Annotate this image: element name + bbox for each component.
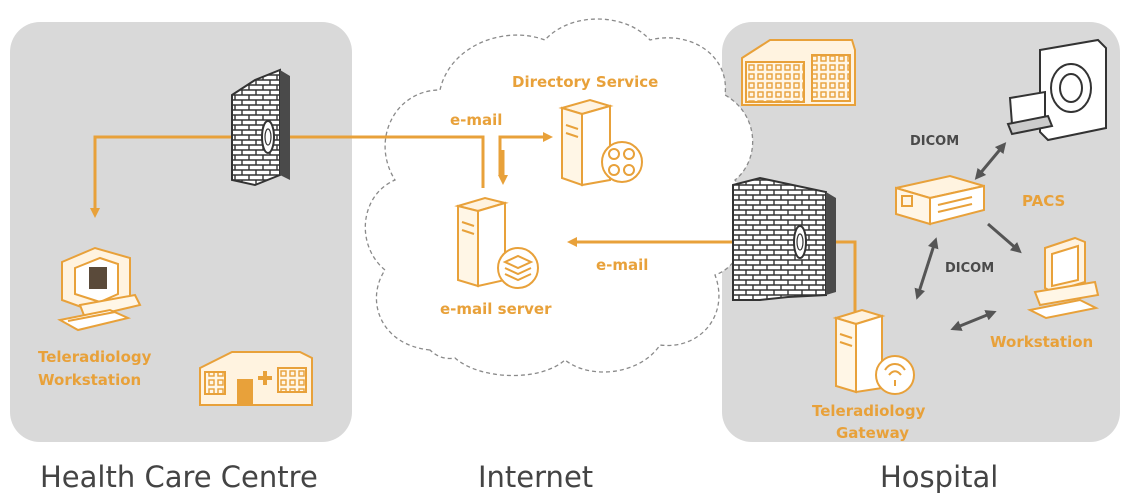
dicom-links (914, 142, 1022, 331)
directory-service-label: Directory Service (512, 73, 658, 91)
email-server-icon (454, 196, 539, 289)
email-server-label: e-mail server (440, 300, 552, 318)
workstation-label: Workstation (990, 333, 1093, 351)
firewall-right (732, 176, 836, 301)
zone-caption-health-care-centre: Health Care Centre (40, 460, 318, 494)
gateway-server-icon (832, 308, 915, 395)
pacs-label: PACS (1022, 192, 1065, 210)
teleradiology-gateway-label-1: Teleradiology (812, 402, 926, 420)
workstation-icon (1026, 236, 1100, 320)
health-centre-building-icon (199, 351, 313, 406)
teleradiology-workstation-label-2: Workstation (38, 371, 141, 389)
email-link-label-right: e-mail (596, 256, 648, 274)
email-link-label-left: e-mail (450, 111, 502, 129)
hospital-building-icon (741, 39, 856, 106)
teleradiology-workstation-label-1: Teleradiology (38, 348, 152, 366)
internet-cloud (364, 18, 754, 377)
directory-server-icon (558, 98, 643, 187)
dicom-label-bottom: DICOM (945, 261, 994, 276)
teleradiology-workstation-icon (57, 246, 142, 332)
firewall-left (231, 68, 290, 187)
dicom-label-top: DICOM (910, 134, 959, 149)
pacs-icon (895, 174, 985, 226)
zone-caption-internet: Internet (478, 460, 593, 494)
zone-caption-hospital: Hospital (880, 460, 998, 494)
teleradiology-gateway-label-2: Gateway (836, 424, 909, 442)
mri-scanner-icon (1006, 38, 1107, 142)
